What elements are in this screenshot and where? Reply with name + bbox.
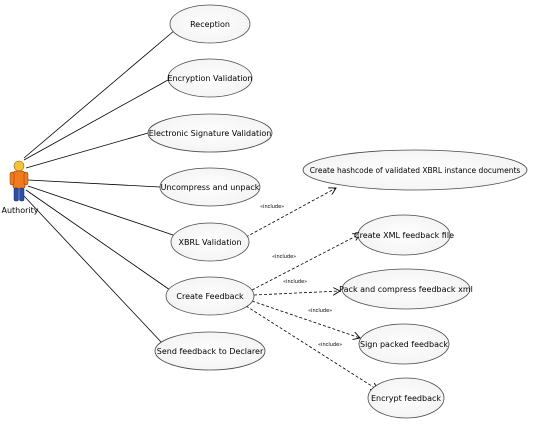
assoc-xbrl-validation bbox=[27, 185, 177, 237]
use-case-sign-packed-feedback-label: Sign packed feedback bbox=[360, 340, 448, 349]
actor-associations bbox=[23, 29, 177, 344]
include-feedback-to-xml bbox=[251, 234, 360, 291]
use-case-reception[interactable]: Reception bbox=[169, 4, 251, 44]
use-case-encrypt-feedback-label: Encrypt feedback bbox=[371, 394, 441, 403]
include-label-xml: «include» bbox=[272, 254, 296, 260]
assoc-encryption-validation bbox=[23, 79, 169, 161]
use-case-create-xml-feedback-label: Create XML feedback file bbox=[354, 231, 454, 240]
assoc-reception bbox=[23, 29, 176, 159]
include-feedback-to-encrypt bbox=[245, 305, 378, 390]
include-label-pack: «include» bbox=[283, 279, 307, 285]
assoc-electronic-signature-validation bbox=[25, 132, 149, 169]
use-case-encryption-validation[interactable]: Encryption Validation bbox=[168, 58, 253, 98]
use-case-send-feedback[interactable]: Send feedback to Declarer bbox=[154, 331, 266, 371]
use-case-uncompress-and-unpack[interactable]: Uncompress and unpack bbox=[159, 167, 261, 207]
assoc-send-feedback bbox=[23, 195, 163, 344]
use-case-electronic-signature-validation-label: Electronic Signature Validation bbox=[149, 129, 272, 138]
assoc-create-feedback bbox=[25, 189, 171, 291]
use-case-encryption-validation-label: Encryption Validation bbox=[168, 74, 253, 83]
use-case-encrypt-feedback[interactable]: Encrypt feedback bbox=[367, 377, 445, 419]
use-case-reception-label: Reception bbox=[190, 20, 230, 29]
use-case-create-feedback[interactable]: Create Feedback bbox=[165, 276, 255, 316]
actor-authority[interactable]: Authority bbox=[1, 160, 39, 215]
include-label-hashcode: «include» bbox=[260, 204, 284, 210]
use-case-create-hashcode-label: Create hashcode of validated XBRL instan… bbox=[310, 166, 521, 175]
use-case-send-feedback-label: Send feedback to Declarer bbox=[157, 347, 264, 356]
use-case-electronic-signature-validation[interactable]: Electronic Signature Validation bbox=[147, 113, 273, 153]
use-case-create-xml-feedback[interactable]: Create XML feedback file bbox=[354, 214, 454, 256]
include-feedback-to-sign bbox=[251, 300, 360, 338]
include-feedback-to-pack bbox=[253, 291, 340, 296]
use-case-xbrl-validation[interactable]: XBRL Validation bbox=[170, 222, 250, 262]
use-case-uncompress-and-unpack-label: Uncompress and unpack bbox=[161, 183, 260, 192]
use-case-xbrl-validation-label: XBRL Validation bbox=[178, 238, 241, 247]
use-case-pack-and-compress-label: Pack and compress feedback xml bbox=[339, 285, 473, 294]
actor-label: Authority bbox=[1, 206, 38, 215]
use-case-create-hashcode[interactable]: Create hashcode of validated XBRL instan… bbox=[302, 149, 528, 191]
include-xbrl-to-hashcode bbox=[245, 188, 336, 238]
include-label-sign: «include» bbox=[308, 308, 332, 314]
actor-person-icon bbox=[9, 160, 29, 202]
assoc-uncompress-and-unpack bbox=[27, 179, 161, 188]
use-case-create-feedback-label: Create Feedback bbox=[176, 292, 244, 301]
include-dependencies: «include» «include» «include» «include» … bbox=[245, 188, 378, 390]
include-label-encrypt: «include» bbox=[318, 342, 342, 348]
use-case-pack-and-compress[interactable]: Pack and compress feedback xml bbox=[339, 268, 473, 310]
use-case-sign-packed-feedback[interactable]: Sign packed feedback bbox=[358, 323, 450, 365]
